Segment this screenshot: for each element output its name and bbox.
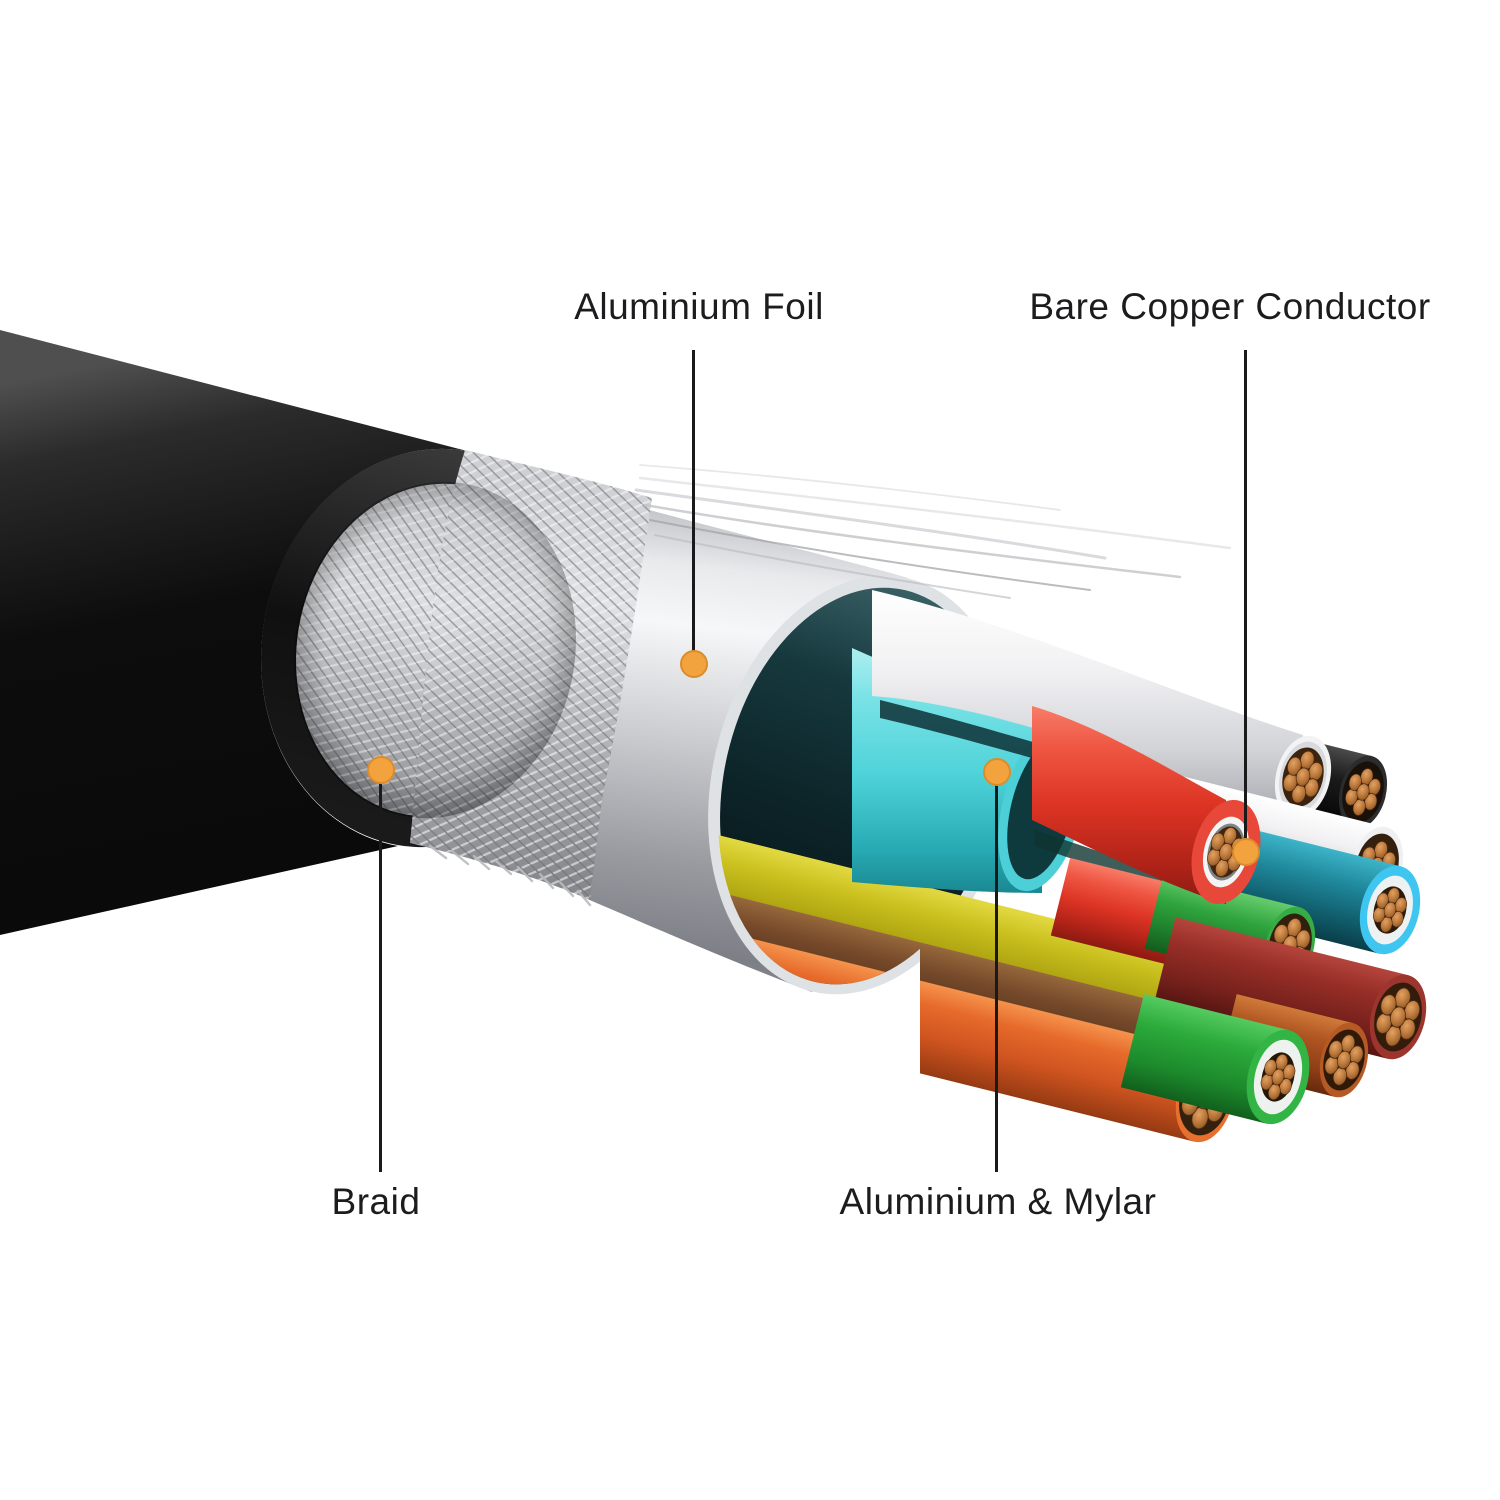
leader-bare-copper-conductor bbox=[1244, 350, 1247, 840]
conductor-white-top bbox=[872, 590, 1332, 819]
braid-layer bbox=[294, 450, 1232, 907]
leader-aluminium-foil bbox=[692, 350, 695, 652]
marker-dot-aluminium-foil bbox=[680, 650, 708, 678]
label-aluminium-mylar: Aluminium & Mylar bbox=[839, 1181, 1157, 1222]
marker-dot-bare-copper-conductor bbox=[1232, 838, 1260, 866]
conductor-green-big bbox=[1120, 994, 1310, 1125]
marker-dot-aluminium-mylar bbox=[983, 758, 1011, 786]
braid-fray-strands bbox=[428, 464, 1232, 907]
marker-dot-braid bbox=[367, 756, 395, 784]
label-aluminium-foil: Aluminium Foil bbox=[574, 286, 824, 327]
conductor-red-big bbox=[1032, 706, 1261, 905]
leader-aluminium-mylar bbox=[995, 784, 998, 1172]
label-braid: Braid bbox=[331, 1181, 421, 1222]
label-bare-copper-conductor: Bare Copper Conductor bbox=[1029, 286, 1431, 327]
leader-braid bbox=[379, 782, 382, 1172]
